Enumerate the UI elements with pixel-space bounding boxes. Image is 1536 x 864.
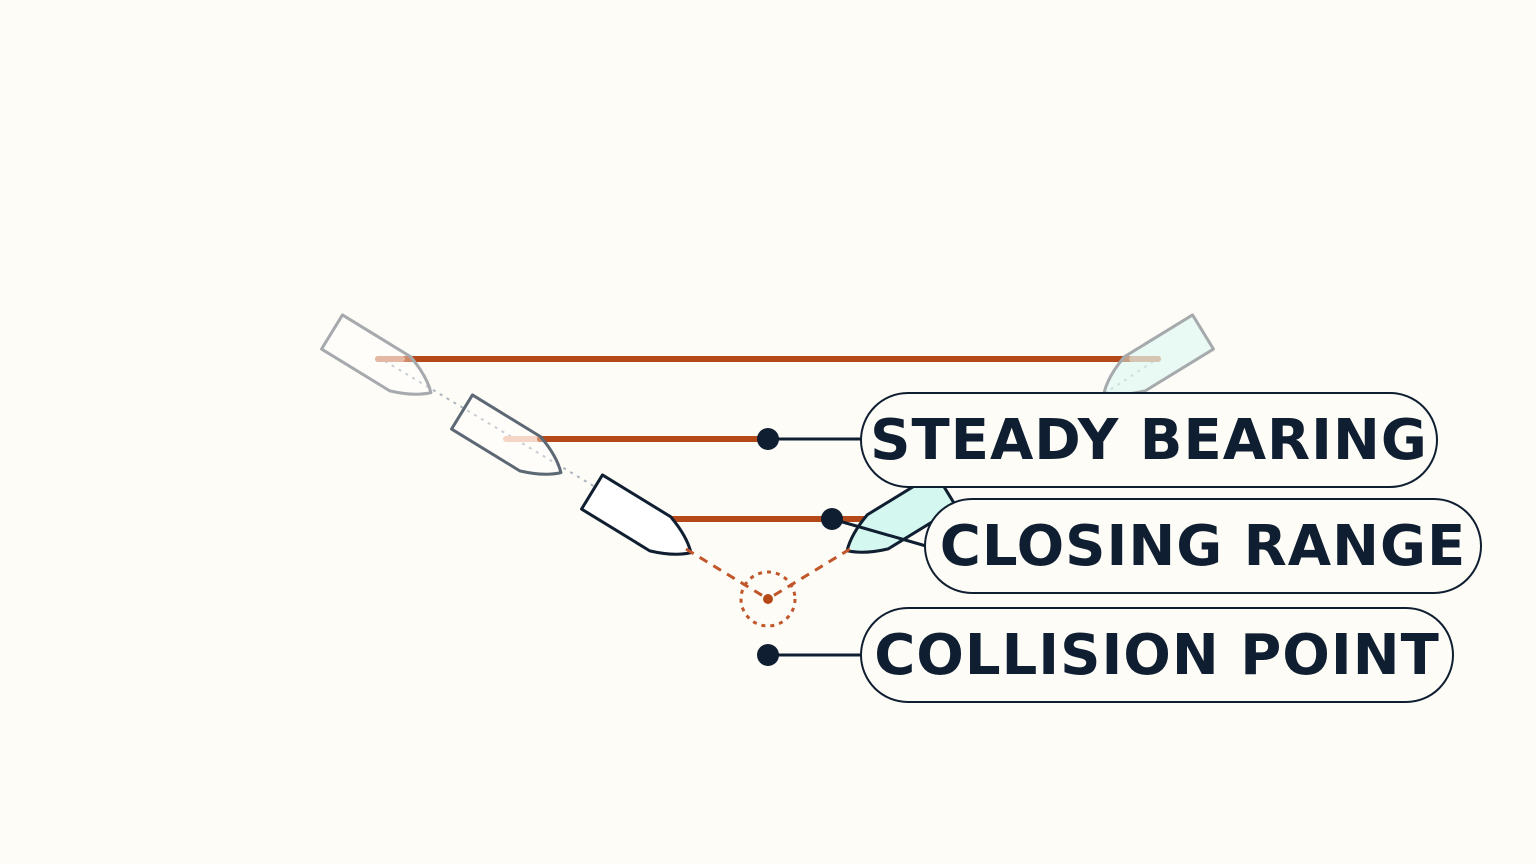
steady-bearing-label: STEADY BEARING [860,392,1438,488]
leader-line-closing [831,517,927,548]
vessel-a-track [377,356,613,498]
leader-dot-steady [757,428,779,450]
collision-point-dot [763,594,773,604]
collision-point-label: COLLISION POINT [860,607,1454,703]
approach-line-b [767,547,851,601]
leader-dot-closing [821,508,843,530]
approach-line-a [685,547,769,601]
vessel-a-ghost-hull-2 [450,393,563,476]
leader-dot-collision [757,644,779,666]
collision-target-icon [739,570,797,628]
vessel-a-ghost-hull-1 [320,313,433,396]
closing-range-label: CLOSING RANGE [924,498,1482,594]
vessel-a-hull [580,473,693,556]
